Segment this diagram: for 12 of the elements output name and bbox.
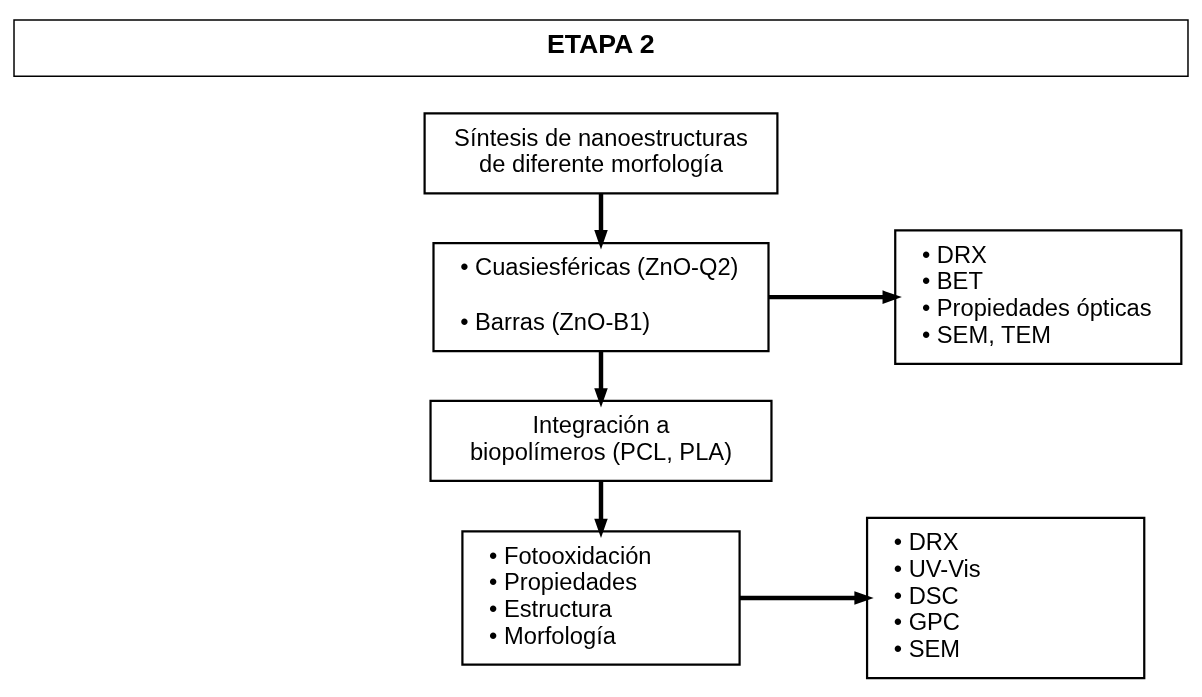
node-box: ETAPA 2 [13, 18, 1189, 77]
arrow [594, 350, 608, 408]
node-box: Síntesis de nanoestructuras de diferente morfología [423, 111, 779, 194]
node-box: Integración a biopolímeros (PCL, PLA) [429, 399, 773, 482]
arrow [768, 289, 902, 304]
node-box: • Cuasiesféricas (ZnO-Q2) • Barras (ZnO-B1) [432, 241, 770, 352]
arrow [594, 193, 608, 249]
node-box: • DRX • UV-Vis • DSC • GPC • SEM [865, 516, 1146, 679]
node-box: • DRX • BET • Propiedades ópticas • SEM, TEM [894, 228, 1183, 365]
node-box: • Fotooxidación • Propiedades • Estructura • Morfología [461, 529, 741, 666]
arrow [594, 480, 608, 538]
arrow [739, 590, 874, 605]
